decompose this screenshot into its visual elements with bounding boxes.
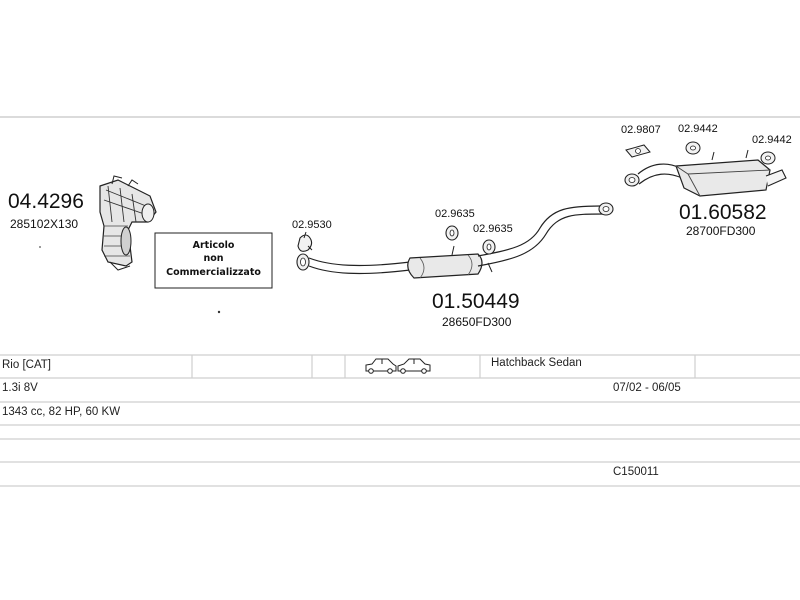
middle-silencer-part[interactable] (296, 202, 614, 279)
clamp-mid-b-part[interactable] (482, 239, 496, 255)
vehicle-table-grid (0, 354, 800, 487)
rear-silencer-part[interactable] (624, 149, 787, 197)
manifold-ref-dot (39, 246, 41, 248)
clamp-mid-a-code[interactable]: 02.9635 (435, 208, 475, 220)
manifold-oem: 285102X130 (10, 217, 78, 231)
hanger-rear-b-part[interactable] (760, 151, 776, 165)
manifold-code[interactable]: 04.4296 (8, 190, 84, 213)
notice-line-2: non (203, 253, 223, 264)
rear-silencer-code[interactable]: 01.60582 (679, 201, 767, 224)
sedan-car-icon (397, 358, 431, 374)
notice-line-1: Articolo (193, 240, 235, 251)
manifold-catalyst-part[interactable] (99, 175, 157, 271)
hanger-rear-b-code[interactable]: 02.9442 (752, 134, 792, 146)
not-available-notice: Articolo non Commercializzato (154, 232, 273, 289)
gasket-rear-code[interactable]: 02.9807 (621, 124, 661, 136)
gasket-rear-part[interactable] (625, 144, 651, 158)
vehicle-model: Rio [CAT] (2, 359, 51, 371)
hanger-rear-a-code[interactable]: 02.9442 (678, 123, 718, 135)
engine-specs: 1343 cc, 82 HP, 60 KW (2, 406, 121, 418)
engine-label: 1.3i 8V (2, 382, 38, 394)
clamp-mid-b-code[interactable]: 02.9635 (473, 223, 513, 235)
clamp-mid-a-part[interactable] (445, 225, 459, 241)
notice-line-3: Commercializzato (166, 267, 261, 278)
clamp-front-part[interactable] (297, 231, 313, 252)
hatchback-car-icon (365, 358, 397, 374)
catalog-code: C150011 (613, 466, 659, 478)
body-types: Hatchback Sedan (491, 357, 582, 369)
middle-silencer-code[interactable]: 01.50449 (432, 290, 520, 313)
notice-ref-dot (217, 310, 221, 314)
clamp-front-code[interactable]: 02.9530 (292, 219, 332, 231)
middle-silencer-oem: 28650FD300 (442, 315, 512, 329)
production-years: 07/02 - 06/05 (613, 382, 681, 394)
hanger-rear-a-part[interactable] (685, 141, 701, 155)
rear-silencer-oem: 28700FD300 (686, 224, 756, 238)
